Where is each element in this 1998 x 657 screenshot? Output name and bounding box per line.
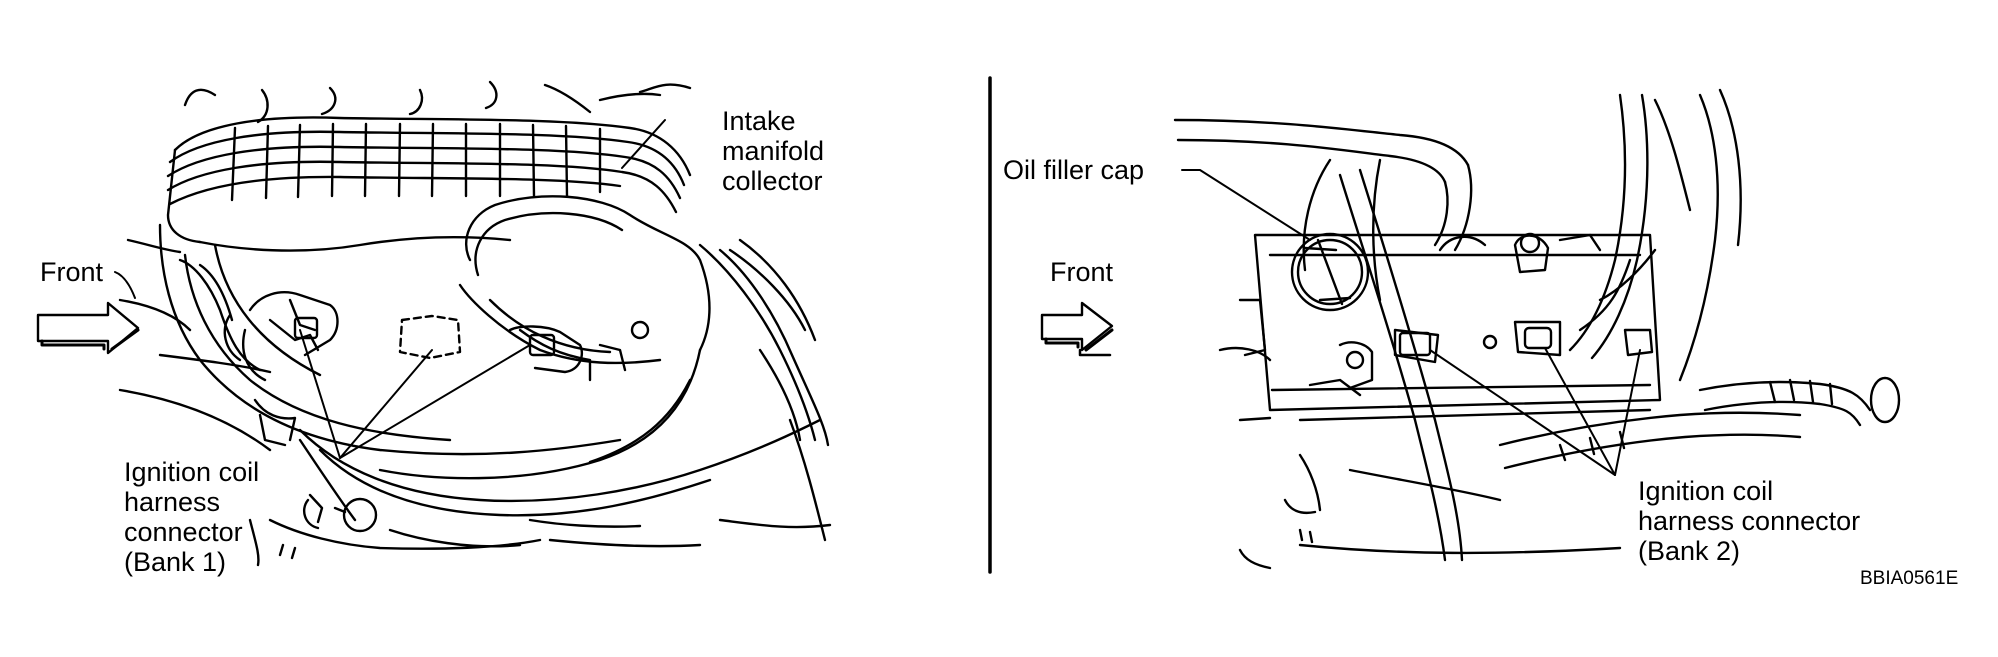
- leader-lines-left: [299, 119, 666, 459]
- intake-manifold-label-line-3: collector: [722, 166, 823, 196]
- ignition-coil-bank2-label-line-2: harness connector: [1638, 506, 1861, 536]
- figure-code: BBIA0561E: [1860, 568, 1959, 589]
- front-arrow-left-panel: [36, 271, 140, 355]
- ignition-coil-bank2-label-line-1: Ignition coil: [1638, 476, 1774, 506]
- ignition-coil-bank1-label-line-4: (Bank 1): [124, 547, 227, 577]
- front-label-right: Front: [1050, 257, 1114, 287]
- ignition-coil-bank1-label-line-2: harness: [124, 487, 221, 517]
- right-engine-illustration: [1173, 88, 1901, 570]
- ignition-coil-bank1-label-line-1: Ignition coil: [124, 457, 260, 487]
- intake-manifold-label-line-2: manifold: [722, 136, 825, 166]
- leader-lines-right: [1181, 169, 1641, 476]
- ignition-coil-bank1-label-line-3: connector: [124, 517, 243, 547]
- intake-manifold-label-line-1: Intake: [722, 106, 796, 136]
- ignition-coil-bank2-label-line-3: (Bank 2): [1638, 536, 1741, 566]
- front-label-left: Front: [40, 257, 104, 287]
- front-arrow-right-panel: [1040, 301, 1114, 357]
- oil-filler-cap-label: Oil filler cap: [1003, 155, 1145, 185]
- left-engine-illustration: [118, 80, 832, 567]
